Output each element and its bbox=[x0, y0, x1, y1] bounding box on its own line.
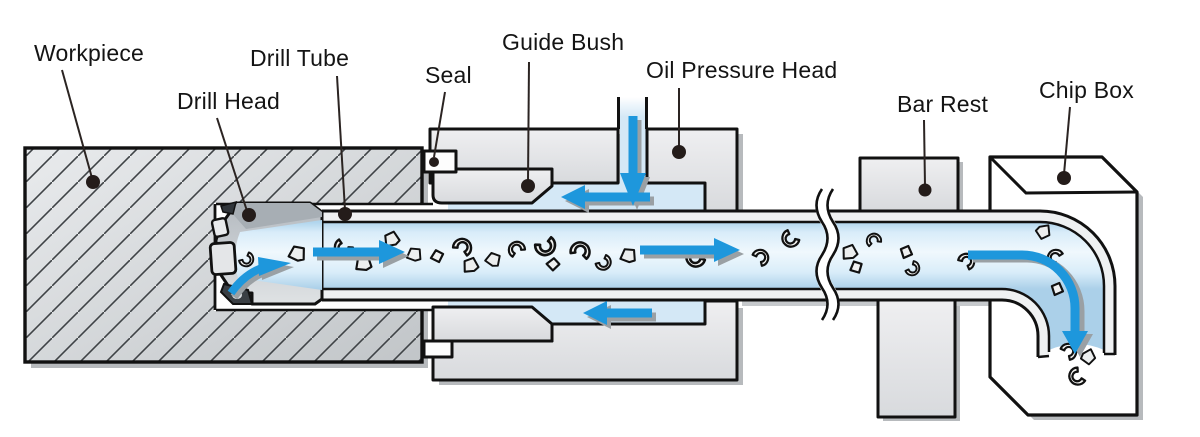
flow-arrow-bore-mid bbox=[640, 245, 714, 255]
tube-break-symbol bbox=[815, 182, 840, 327]
label-drill-tube: Drill Tube bbox=[250, 45, 350, 71]
leader-dots bbox=[86, 145, 1071, 222]
cutting-insert-top bbox=[210, 217, 230, 238]
guide-bush-top bbox=[431, 167, 554, 205]
label-bar-rest: Bar Rest bbox=[897, 91, 989, 117]
bar-rest-upper bbox=[858, 156, 960, 213]
flow-arrow-bend bbox=[968, 250, 1080, 331]
flow-arrow-inlet-down bbox=[628, 116, 638, 173]
lower-tab bbox=[422, 339, 454, 359]
flow-arrows bbox=[227, 116, 1093, 357]
bar-rest-column bbox=[876, 298, 957, 419]
leader-lines bbox=[61, 61, 1071, 212]
bar-rest bbox=[858, 156, 960, 419]
label-drill-head: Drill Head bbox=[177, 88, 280, 114]
label-workpiece: Workpiece bbox=[34, 40, 145, 66]
label-chip-box: Chip Box bbox=[1039, 77, 1134, 103]
guide-bush-bottom bbox=[431, 305, 554, 343]
label-guide-bush: Guide Bush bbox=[502, 29, 625, 55]
cutting-insert-mid bbox=[208, 241, 238, 276]
drill-head bbox=[208, 200, 324, 306]
flow-arrow-channel-bottom bbox=[583, 301, 607, 325]
label-oil-pressure-head: Oil Pressure Head bbox=[646, 57, 838, 83]
drill-tube bbox=[322, 209, 1117, 359]
oil-pressure-head bbox=[422, 97, 739, 382]
flow-arrow-bore-left bbox=[313, 247, 379, 257]
flow-arrow-channel-top bbox=[561, 185, 585, 209]
label-seal: Seal bbox=[425, 62, 472, 88]
seal-ring bbox=[422, 149, 458, 174]
